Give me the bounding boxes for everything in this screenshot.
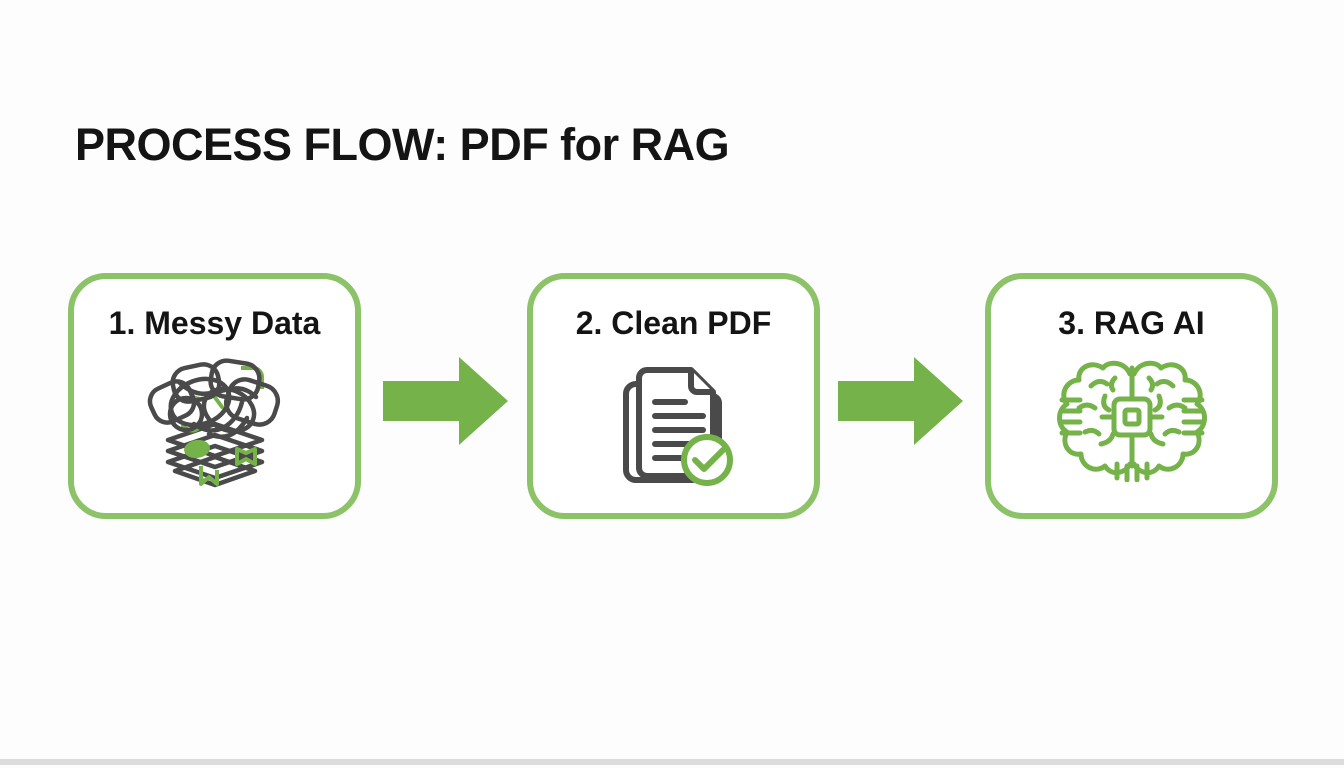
rag-ai-brain-chip-icon <box>1056 352 1208 482</box>
page-title: PROCESS FLOW: PDF for RAG <box>75 119 730 170</box>
footer-bar <box>0 759 1344 765</box>
step-label: 3. RAG AI <box>1058 305 1205 341</box>
step-box-rag-ai: 3. RAG AI <box>985 273 1278 519</box>
arrow-right-icon <box>383 357 508 445</box>
step-label: 1. Messy Data <box>108 305 321 341</box>
step-label: 2. Clean PDF <box>575 305 772 341</box>
clean-pdf-document-check-icon <box>622 367 733 486</box>
step-box-messy-data: 1. Messy Data <box>68 273 361 519</box>
arrow-right-icon <box>838 357 963 445</box>
step-box-clean-pdf: 2. Clean PDF <box>527 273 820 519</box>
messy-data-tangle-icon <box>147 358 280 488</box>
